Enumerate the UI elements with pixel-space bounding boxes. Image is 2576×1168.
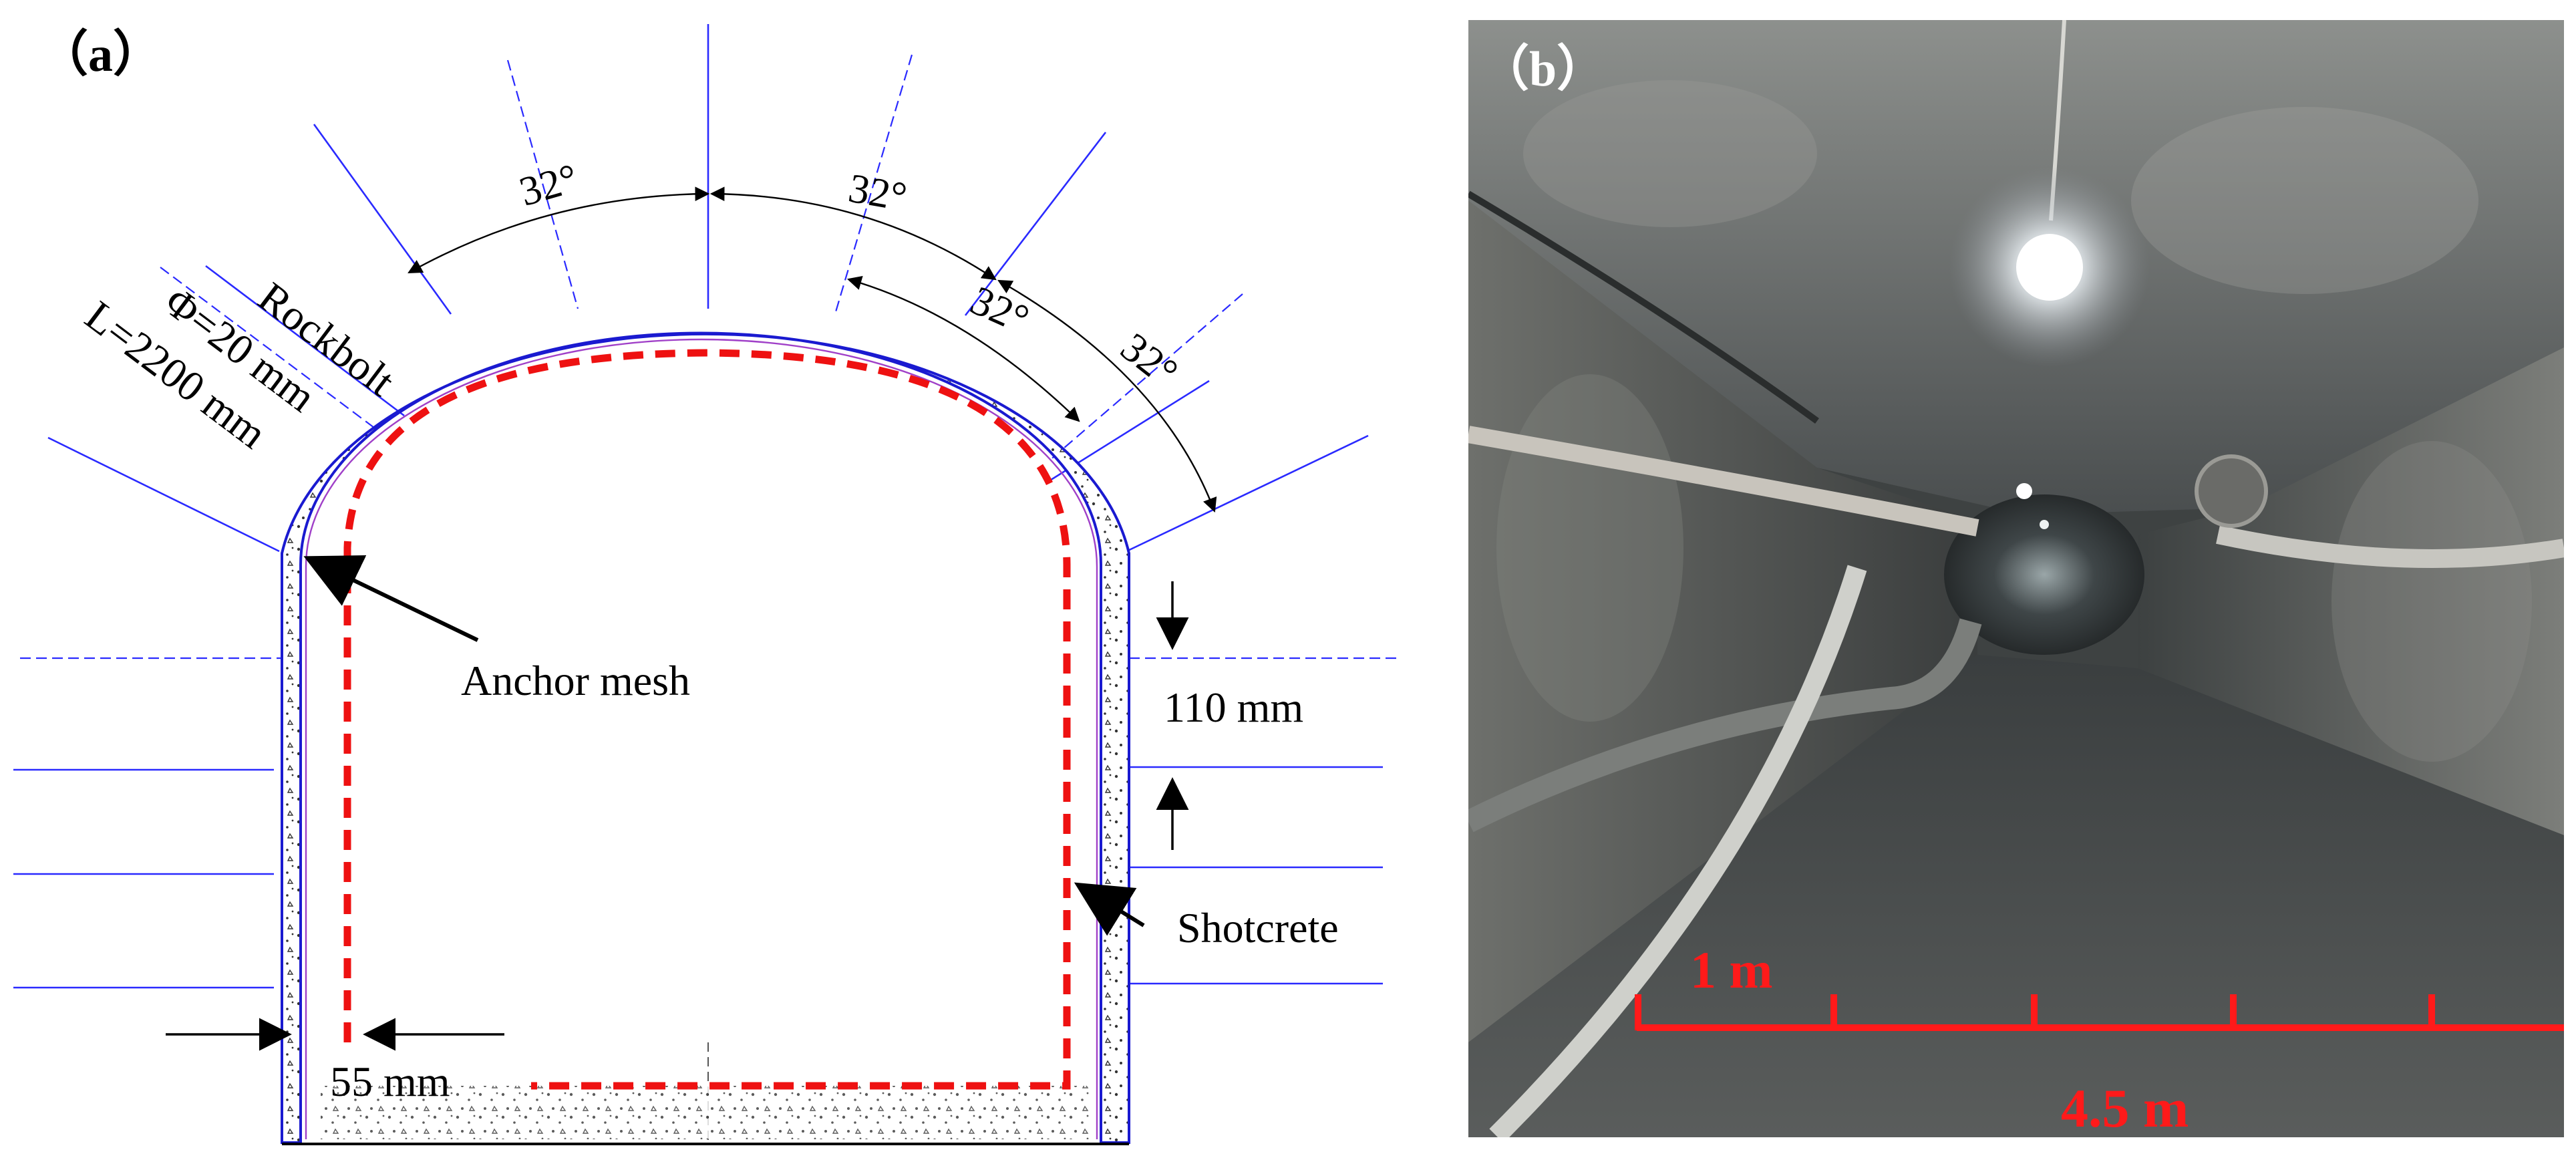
angle-dimensions — [408, 186, 1217, 513]
anchor-mesh-label: Anchor mesh — [461, 657, 690, 704]
tunnel-photo — [1468, 20, 2564, 1137]
spacing-label: 110 mm — [1164, 684, 1303, 731]
angle-label-1: 32° — [514, 156, 583, 215]
angle-label-3: 32° — [964, 277, 1035, 342]
scale-label-1m: 1 m — [1690, 941, 1772, 999]
angle-label-2: 32° — [845, 166, 910, 221]
shotcrete-liner — [281, 331, 1130, 1144]
scale-label-4-5m: 4.5 m — [2061, 1078, 2189, 1139]
angle-label-4: 32° — [1112, 324, 1186, 396]
floor-shotcrete — [321, 1086, 1089, 1139]
thickness-label: 55 mm — [330, 1058, 450, 1105]
panel-a-label: （a） — [39, 27, 162, 82]
rockbolt-lines — [13, 24, 1383, 989]
scale-bar — [1635, 994, 2564, 1031]
shotcrete-label: Shotcrete — [1177, 904, 1339, 952]
inner-liner-line — [305, 338, 1098, 1139]
panel-a-support-diagram: （a） — [13, 24, 1396, 1145]
shotcrete-arrow — [1074, 882, 1145, 936]
excavation-boundary-dashed — [343, 349, 1071, 1090]
panel-b-label: （b） — [1480, 42, 1606, 97]
anchor-mesh-arrow — [303, 555, 479, 642]
panel-b-tunnel-photo: （b） 1 m 4.5 m — [1468, 20, 2564, 1139]
rockbolt-annotation: Rockbolt Φ=20 mm L=2200 mm — [77, 273, 404, 457]
